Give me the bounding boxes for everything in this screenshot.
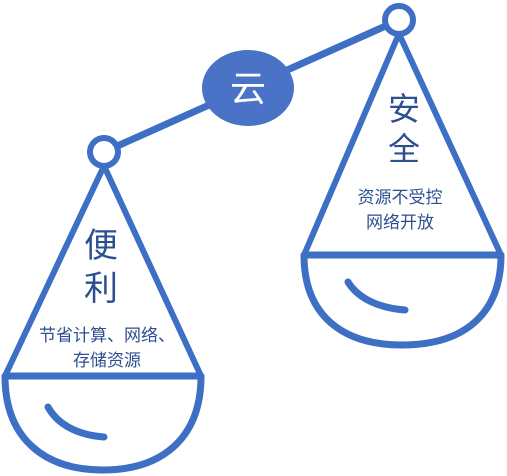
right-hanger-ring (382, 3, 416, 37)
left-string-right (102, 165, 204, 379)
right-bowl-highlight (344, 278, 409, 314)
left-desc-line-1: 节省计算、网络、 (39, 326, 175, 346)
left-title-char-2: 利 (84, 269, 118, 309)
hub-circle (202, 50, 294, 126)
right-desc-line-2: 网络开放 (366, 213, 434, 233)
left-title-char-1: 便 (84, 226, 118, 266)
left-bowl-highlight (44, 403, 108, 441)
left-hanger-ring (87, 135, 121, 169)
right-string-left (301, 33, 401, 258)
left-pan: 便 利 节省计算、网络、 存储资源 (1, 135, 205, 474)
hub-label: 云 (230, 69, 266, 110)
left-bowl (1, 372, 205, 474)
right-title-char-1: 安 (388, 90, 420, 128)
left-string-left (2, 165, 106, 379)
right-desc-line-1: 资源不受控 (358, 188, 443, 208)
right-string-right (397, 33, 504, 258)
center-hub: 云 (202, 50, 294, 126)
left-desc-line-2: 存储资源 (73, 351, 141, 371)
right-bowl (300, 251, 505, 349)
right-title-char-2: 全 (388, 130, 420, 168)
right-pan: 安 全 资源不受控 网络开放 (300, 3, 505, 349)
